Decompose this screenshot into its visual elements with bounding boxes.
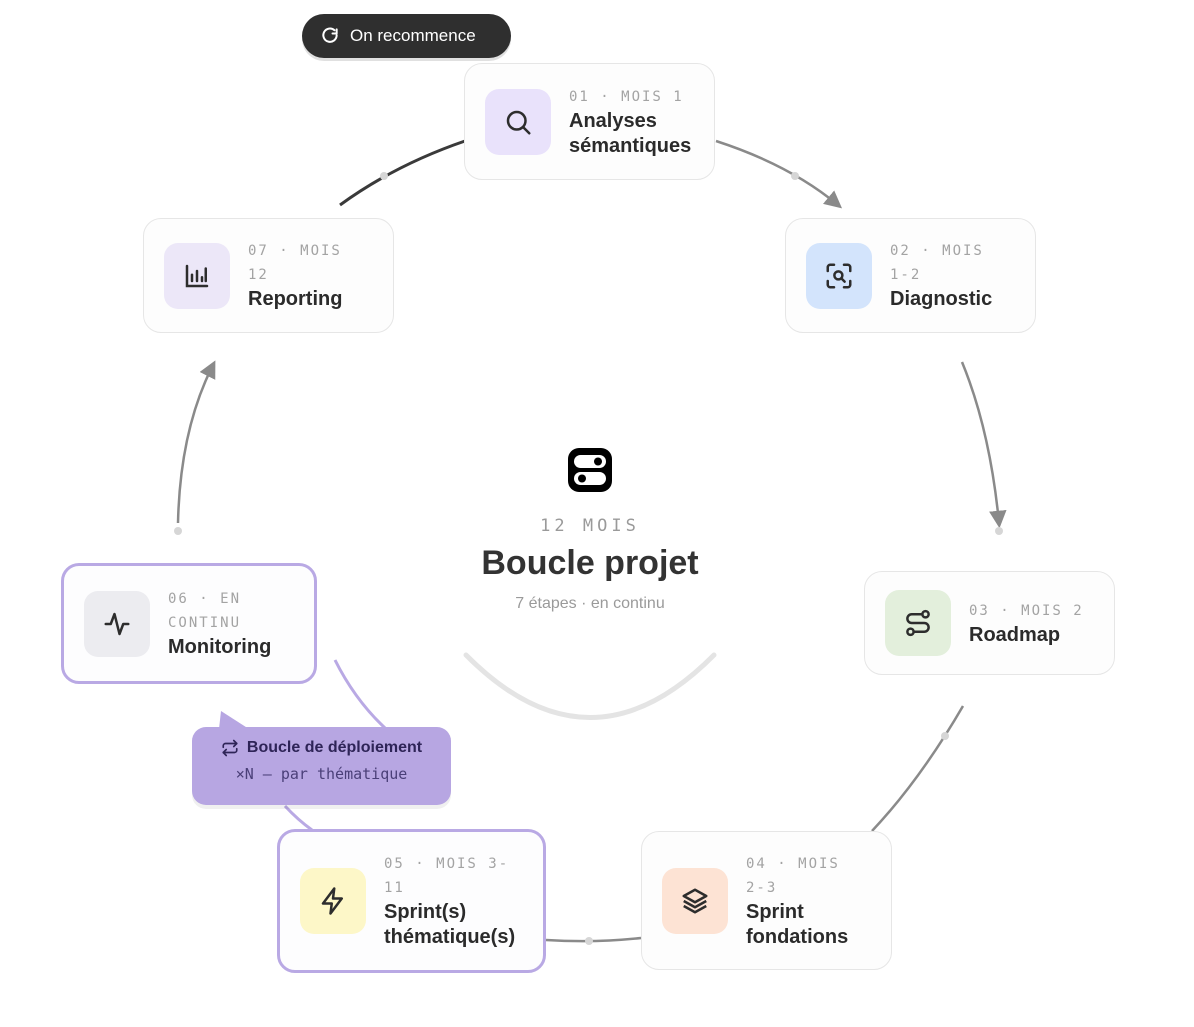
restart-button[interactable]: On recommence [302, 14, 511, 58]
deploy-loop-title: Boucle de déploiement [246, 739, 423, 756]
center-arc [463, 652, 717, 720]
deploy-loop-link-bottom [283, 804, 313, 832]
lightning-icon [321, 887, 343, 915]
step-meta: 02 · MOIS 1-2 [890, 243, 984, 283]
step-icon-box [164, 242, 230, 309]
step-meta: 04 · MOIS 2-3 [746, 855, 840, 896]
link-dot [585, 937, 593, 945]
step-meta: 07 · MOIS 12 [248, 243, 342, 283]
step-icon-box [885, 590, 951, 656]
link-reporting-to-analyses [339, 139, 466, 207]
step-icon-box [662, 867, 728, 934]
link-dot [941, 732, 949, 740]
cycle-subtitle: 7 étapes · en continu [515, 595, 665, 612]
search-icon [506, 110, 531, 134]
step-title: Reporting [248, 288, 343, 310]
activity-icon [104, 612, 130, 635]
step-card-analyses[interactable]: 01 · MOIS 1 Analyses sémantiques [464, 63, 715, 180]
cycle-title: Boucle projet [481, 544, 699, 582]
refresh-icon [322, 27, 338, 43]
deploy-loop-subtitle: ×N — par thématique [235, 765, 408, 783]
step-title: Diagnostic [890, 288, 993, 310]
step-card-sprint-thematique[interactable]: 05 · MOIS 3-11 Sprint(s) thématique(s) [277, 829, 546, 973]
step-card-reporting[interactable]: 07 · MOIS 12 Reporting [143, 218, 394, 333]
step-meta: 01 · MOIS 1 [569, 88, 684, 105]
deploy-loop-tail [219, 711, 249, 729]
layers-icon [682, 888, 708, 913]
link-monitoring-to-reporting [176, 360, 216, 524]
brand-logo [568, 448, 612, 492]
step-title: Sprint fondations [746, 900, 849, 948]
step-title: Monitoring [168, 636, 272, 658]
step-meta: 05 · MOIS 3-11 [384, 856, 510, 896]
step-icon-box [84, 590, 150, 657]
deploy-loop-link-top [333, 659, 387, 730]
step-icon-box [485, 88, 551, 155]
step-card-fondations[interactable]: 04 · MOIS 2-3 Sprint fondations [641, 831, 892, 970]
step-meta: 06 · EN CONTINU [168, 591, 242, 631]
link-dot [174, 527, 182, 535]
center-block: 12 MOIS Boucle projet 7 étapes · en cont… [440, 440, 740, 613]
link-dot [791, 172, 799, 180]
step-card-diagnostic[interactable]: 02 · MOIS 1-2 Diagnostic [785, 218, 1036, 333]
link-analyses-to-diagnostic [715, 139, 843, 209]
route-icon [906, 609, 930, 637]
cycle-duration: 12 MOIS [540, 516, 640, 536]
step-card-roadmap[interactable]: 03 · MOIS 2 Roadmap [864, 571, 1115, 675]
link-roadmap-to-fondations [871, 705, 965, 832]
step-title: Roadmap [969, 623, 1061, 646]
link-diagnostic-to-roadmap [960, 361, 1007, 529]
repeat-icon [222, 739, 238, 757]
bar-chart-icon [185, 264, 209, 287]
scan-search-icon [826, 263, 852, 288]
restart-button-label: On recommence [350, 26, 476, 45]
step-card-monitoring[interactable]: 06 · EN CONTINU Monitoring [61, 563, 317, 684]
step-icon-box [806, 242, 872, 309]
link-fondations-to-thematiques [545, 936, 642, 943]
link-dot [995, 527, 1003, 535]
deploy-loop-callout: Boucle de déploiement ×N — par thématiqu… [192, 727, 451, 805]
step-meta: 03 · MOIS 2 [969, 602, 1084, 619]
step-title: Analyses sémantiques [569, 109, 692, 157]
step-title: Sprint(s) thématique(s) [384, 901, 516, 948]
step-icon-box [300, 868, 366, 934]
link-dot [380, 172, 388, 180]
